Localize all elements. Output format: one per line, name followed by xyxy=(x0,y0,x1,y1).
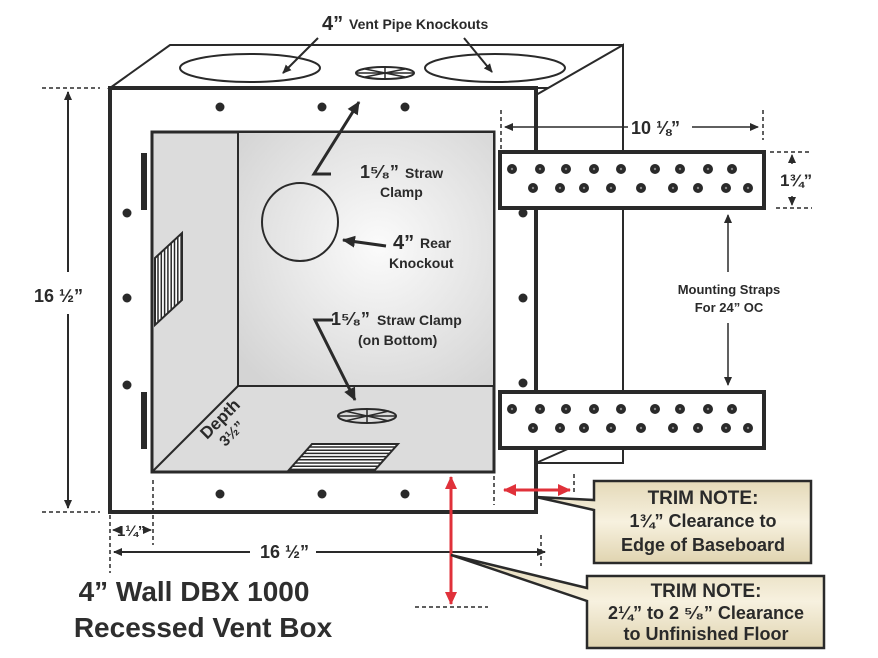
bottom-louver-icon xyxy=(285,443,401,472)
screw-hole xyxy=(122,380,132,390)
trim-note-2-line2: to Unfinished Floor xyxy=(624,624,789,644)
straw-clamp-bottom-label: Straw Clamp xyxy=(377,312,462,328)
strap-length-dimension: 10 ⅛” xyxy=(500,110,764,150)
vent-pipe-arrow-left xyxy=(282,37,319,74)
straw-clamp-bottom-arrow xyxy=(312,318,357,401)
floor-clearance-arrow xyxy=(415,476,488,608)
screw-hole xyxy=(518,293,528,303)
screw-hole xyxy=(400,102,410,112)
flange-dimension-label: 1¼” xyxy=(117,523,145,540)
mounting-straps-label: Mounting Straps xyxy=(678,282,781,297)
screw-hole xyxy=(215,102,225,112)
straw-clamp-top-size: 1⁵⁄₈” xyxy=(360,162,399,182)
diagram-title-line1: 4” Wall DBX 1000 xyxy=(79,576,310,607)
screw-hole xyxy=(317,489,327,499)
straw-clamp-top-label-2: Clamp xyxy=(380,184,423,200)
straw-clamp-bottom-label-2: (on Bottom) xyxy=(358,332,437,348)
screw-hole xyxy=(122,208,132,218)
trim-note-1-title: TRIM NOTE: xyxy=(648,488,759,509)
height-dimension: 16 ½” xyxy=(34,87,100,513)
straw-clamp-bottom-size: 1⁵⁄₈” xyxy=(331,309,370,329)
screw-hole xyxy=(317,102,327,112)
strap-length-label: 10 ⅛” xyxy=(631,118,680,138)
vent-pipe-size-label: 4” xyxy=(322,13,343,35)
flange-screw-holes xyxy=(122,102,528,499)
rear-knockout-label-2: Knockout xyxy=(389,255,454,271)
vent-pipe-label: Vent Pipe Knockouts xyxy=(349,16,488,32)
width-dimension: 16 ½” 1¼” xyxy=(109,480,546,573)
rear-knockout-arrow xyxy=(342,235,387,248)
trim-note-2-title: TRIM NOTE: xyxy=(651,581,762,602)
vent-pipe-knockout-left xyxy=(179,53,321,83)
strap-width-dimension: 1¾” xyxy=(770,151,812,209)
rear-knockout xyxy=(261,182,339,262)
screw-hole xyxy=(122,293,132,303)
straw-clamp-bottom-icon xyxy=(337,408,397,424)
rear-knockout-label: Rear xyxy=(420,235,452,251)
baseboard-clearance-arrow xyxy=(493,474,575,505)
straw-clamp-top-icon xyxy=(355,66,415,80)
mounting-strap-bottom xyxy=(498,390,766,450)
screw-hole xyxy=(400,489,410,499)
screw-hole xyxy=(518,208,528,218)
straw-clamp-top-label: Straw xyxy=(405,165,443,181)
trim-note-1-line1: 1¾” Clearance to xyxy=(629,511,776,531)
trim-note-floor: TRIM NOTE: 2¼” to 2 ⁵⁄₈” Clearance to Un… xyxy=(450,553,826,650)
flange-slot-upper xyxy=(141,153,147,210)
left-louver-icon xyxy=(154,230,183,328)
trim-note-baseboard: TRIM NOTE: 1¾” Clearance to Edge of Base… xyxy=(535,479,813,565)
screw-hole xyxy=(215,489,225,499)
diagram-title-line2: Recessed Vent Box xyxy=(74,612,333,643)
screw-hole xyxy=(518,378,528,388)
rear-knockout-size: 4” xyxy=(393,232,414,254)
height-dimension-label: 16 ½” xyxy=(34,286,83,306)
trim-note-1-line2: Edge of Baseboard xyxy=(621,535,785,555)
straw-clamp-top-arrow xyxy=(311,101,361,176)
strap-width-label: 1¾” xyxy=(780,171,812,190)
mounting-straps-callout: Mounting Straps For 24” OC xyxy=(678,214,781,386)
trim-note-2-line1: 2¼” to 2 ⁵⁄₈” Clearance xyxy=(608,603,804,623)
vent-pipe-knockout-right xyxy=(424,53,566,83)
vent-pipe-arrow-right xyxy=(463,37,493,73)
box-top-plate xyxy=(106,43,624,464)
flange-slot-lower xyxy=(141,392,147,449)
box-interior xyxy=(150,130,496,474)
width-dimension-label: 16 ½” xyxy=(260,542,309,562)
mounting-strap-top xyxy=(498,150,766,210)
mounting-straps-label-2: For 24” OC xyxy=(695,300,764,315)
